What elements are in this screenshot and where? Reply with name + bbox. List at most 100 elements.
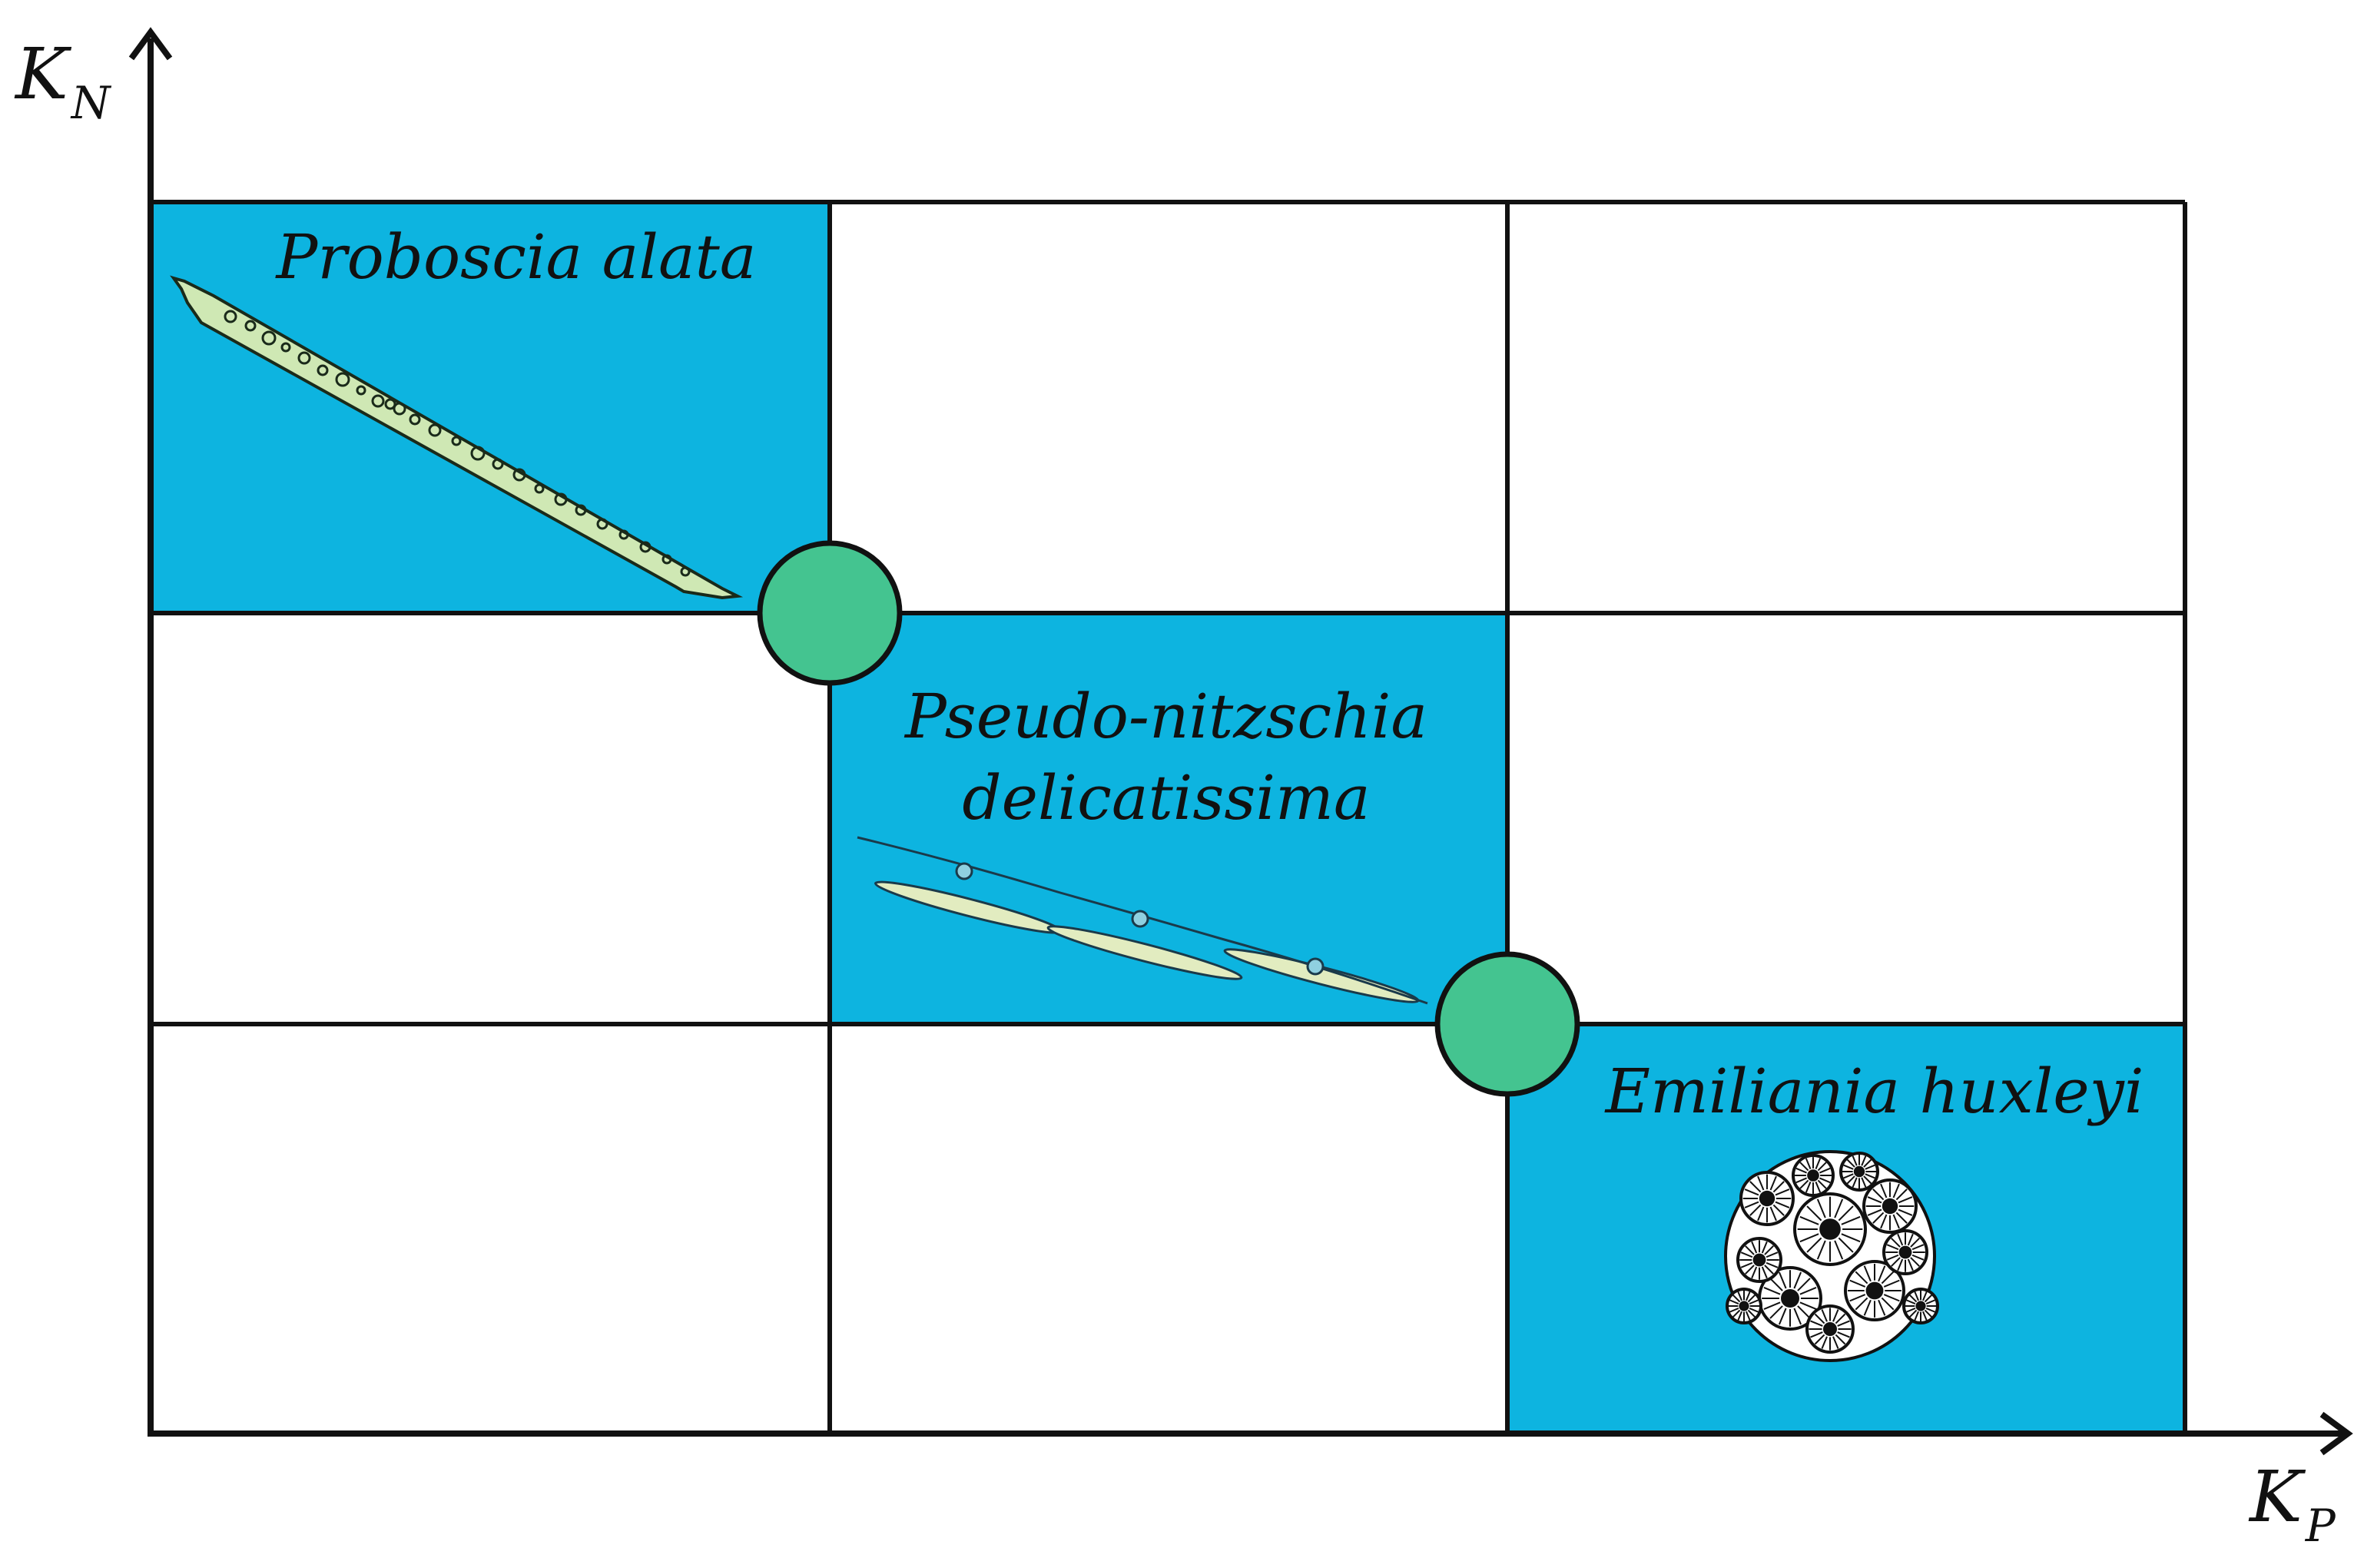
coccolith-ray	[1799, 1162, 1809, 1172]
coccolith-ray	[1769, 1175, 1777, 1191]
coccolith-center	[1865, 1281, 1884, 1300]
coccolith-ray	[1881, 1271, 1895, 1285]
coccolith-ray	[1898, 1196, 1913, 1204]
coccolith-center	[1752, 1253, 1766, 1267]
coccolith-ray	[1892, 1214, 1900, 1229]
coccolith-ray	[1867, 1208, 1882, 1216]
coccolith-ray	[1832, 1336, 1839, 1349]
coccolith-ray	[1737, 1291, 1742, 1301]
coccolith-ray	[1817, 1162, 1827, 1172]
coccolith-ray	[1846, 1175, 1855, 1185]
coccolith-ray	[1910, 1257, 1920, 1267]
coccolith-ray	[1729, 1308, 1739, 1313]
coccolith-ray	[1747, 1294, 1756, 1303]
coccolith-ray	[1819, 1167, 1831, 1174]
junction-circle-1	[757, 540, 903, 686]
coccolith-ray	[1821, 1309, 1828, 1322]
coccolith-ray	[1769, 1206, 1777, 1222]
coccolith-ray	[1861, 1177, 1867, 1188]
coccolith-ray	[1834, 1198, 1844, 1218]
coccolith-ray	[1795, 1167, 1807, 1174]
x-axis-label: KP	[2248, 1456, 2336, 1552]
coccolith-ray	[1835, 1334, 1846, 1345]
coccolith-ray	[1924, 1309, 1933, 1318]
cell-r0-c2	[1507, 202, 2185, 613]
coccolith-center	[1739, 1301, 1749, 1311]
coccolith-ray	[1897, 1258, 1904, 1271]
coccolith-center	[1915, 1301, 1926, 1311]
coccolith-ray	[1821, 1336, 1828, 1349]
coccolith-ray	[1805, 1182, 1812, 1193]
coccolith-ray	[1849, 1279, 1866, 1288]
coccolith-center	[1819, 1218, 1841, 1240]
coccolith-ray	[1749, 1308, 1759, 1313]
coccolith-ray	[1772, 1181, 1785, 1193]
coccolith-ray	[1908, 1309, 1918, 1318]
coccolith-ray	[1757, 1206, 1765, 1222]
label-pseudo-nitzschia-line-2: delicatissima	[962, 762, 1370, 834]
coccolith-ray	[1849, 1294, 1866, 1302]
coccolith-ray	[1865, 1173, 1875, 1179]
coccolith-ray	[1749, 1299, 1759, 1304]
coccolith-ray	[1815, 1182, 1822, 1193]
proboscia-diatom-icon	[170, 275, 744, 600]
coccolith-ray	[1837, 1331, 1850, 1338]
coccolith-ray	[1843, 1173, 1854, 1179]
coccolith-ray	[1895, 1212, 1908, 1224]
coccolith-ray	[1751, 1241, 1758, 1254]
coccolith-center	[1898, 1245, 1912, 1259]
coccolith-ray	[1832, 1309, 1839, 1322]
coccolith-ray	[1793, 1271, 1802, 1289]
coccolithophore-icon	[1724, 1150, 1939, 1362]
y-axis-subscript: N	[70, 77, 112, 129]
coccolith-ray	[1863, 1175, 1872, 1185]
coccolith-ray	[1878, 1299, 1886, 1316]
coccolith-ray	[1865, 1164, 1875, 1170]
coccolith-ray	[1816, 1240, 1826, 1260]
coccolith-ray	[1806, 1237, 1822, 1253]
coccolith-center	[1807, 1169, 1819, 1182]
y-axis-label: KN	[14, 33, 112, 129]
coccolith-ray	[1797, 1305, 1811, 1319]
coccolith-ray	[1881, 1297, 1895, 1311]
coccolith-ray	[1769, 1305, 1783, 1319]
label-proboscia-line-1: Proboscia alata	[275, 221, 757, 293]
coccolith-ray	[1810, 1331, 1823, 1338]
coccolith-ray	[1905, 1308, 1916, 1313]
y-axis-arrow-icon	[128, 27, 173, 61]
coccolith-ray	[1925, 1299, 1936, 1304]
coccolith-ray	[1872, 1188, 1885, 1201]
coccolith-ray	[1880, 1183, 1888, 1198]
coccolith-ray	[1766, 1261, 1779, 1268]
coccolith-ray	[1799, 1179, 1809, 1189]
coccolith-ray	[1914, 1291, 1919, 1301]
coccolith-ray	[1817, 1179, 1827, 1189]
coccolith-ray	[1841, 1215, 1861, 1225]
coccolith-ray	[1841, 1233, 1861, 1243]
coccolith-ray	[1799, 1286, 1817, 1295]
coccolith-center	[1853, 1165, 1865, 1178]
coccolith-ray	[1908, 1294, 1918, 1303]
coccolith-ray	[1886, 1244, 1899, 1251]
coccolith-ray	[1775, 1188, 1790, 1196]
coccolith-ray	[1799, 1301, 1817, 1311]
coccolith-ray	[1764, 1265, 1774, 1275]
coccolith-ray	[1766, 1251, 1779, 1258]
pseudo-nitzschia-chain-icon	[857, 836, 1428, 1005]
coccolith-ray	[1905, 1299, 1916, 1304]
label-emiliania-line-1: Emiliania huxleyi	[1604, 1056, 2144, 1127]
coccolith-ray	[1910, 1238, 1920, 1248]
coccolith-ray	[1846, 1159, 1855, 1168]
cell-r2-c1	[830, 1024, 1507, 1435]
coccolith-ray	[1878, 1265, 1886, 1282]
coccolith-ray	[1797, 1278, 1811, 1291]
coccolith-ray	[1757, 1175, 1765, 1191]
cell-r2-c0	[152, 1024, 830, 1435]
coccolith-ray	[1769, 1278, 1783, 1291]
coccolith-ray	[1772, 1204, 1785, 1216]
coccolith-ray	[1763, 1301, 1781, 1311]
coccolith-ray	[1897, 1233, 1904, 1246]
coccolith-ray	[1744, 1188, 1759, 1196]
coccolith-ray	[1805, 1158, 1812, 1169]
coccolith-ray	[1795, 1177, 1807, 1184]
